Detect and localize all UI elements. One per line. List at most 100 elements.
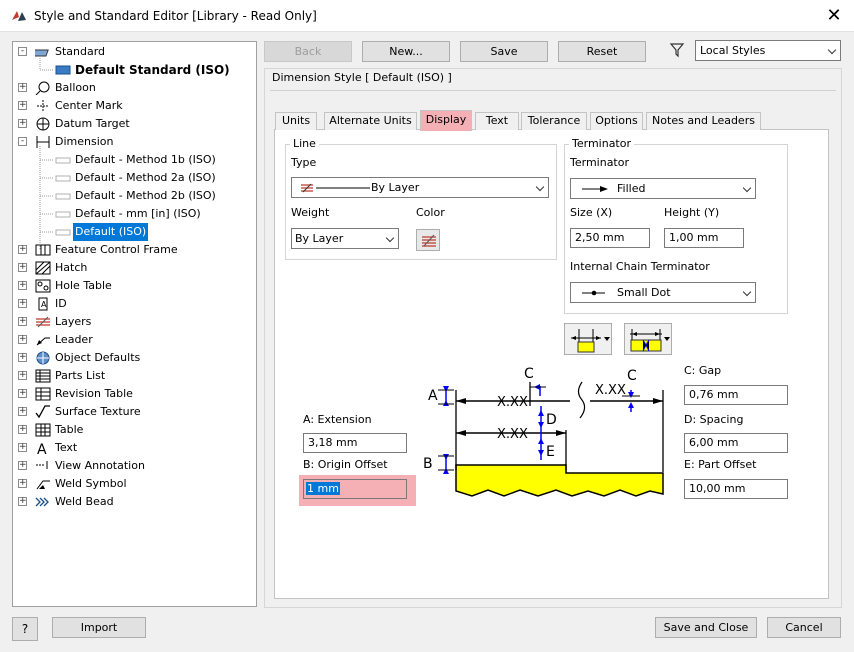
terminator-group: Terminator (564, 137, 788, 314)
tab-text[interactable]: Text (475, 112, 519, 130)
collapse-icon[interactable]: - (18, 47, 27, 56)
expand-icon[interactable]: + (18, 82, 27, 92)
expand-icon[interactable]: + (18, 496, 27, 506)
expand-icon[interactable]: + (18, 370, 27, 380)
reset-button[interactable]: Reset (558, 41, 646, 62)
back-button[interactable]: Back (264, 41, 352, 62)
new-button[interactable]: New... (362, 41, 450, 62)
expand-icon[interactable]: + (18, 298, 27, 308)
blue-dimension-markers (445, 386, 632, 472)
expand-icon[interactable]: + (18, 280, 27, 290)
layers-icon (36, 316, 50, 328)
cancel-button[interactable]: Cancel (767, 617, 841, 638)
object-defaults-icon (36, 351, 50, 365)
extension-line-style-button[interactable] (564, 323, 612, 355)
tree-item-label: Leader (55, 333, 93, 346)
tree-item-label: Table (55, 423, 84, 436)
chevron-down-icon (742, 183, 752, 193)
tree-item-label: Feature Control Frame (55, 243, 178, 256)
dimension-icon (36, 136, 50, 148)
expand-icon[interactable]: + (18, 478, 27, 488)
dimension-style-icon (55, 211, 71, 218)
standard-icon (35, 49, 49, 57)
help-button[interactable]: ? (12, 617, 38, 641)
dimension-style-icon (55, 229, 71, 236)
window-title: Style and Standard Editor [Library - Rea… (34, 9, 317, 23)
import-button[interactable]: Import (52, 617, 146, 638)
color-button[interactable] (416, 229, 440, 251)
center-mark-icon (37, 100, 49, 112)
terminator-value: Filled (617, 182, 646, 195)
terminator-group-title: Terminator (569, 137, 634, 150)
break-symbol (577, 381, 586, 419)
filled-arrow-icon (582, 186, 608, 192)
expand-icon[interactable]: + (18, 100, 27, 110)
chevron-down-icon (827, 45, 837, 55)
filter-icon[interactable] (669, 42, 685, 58)
extension-input[interactable]: 3,18 mm (303, 433, 407, 453)
dimension-style-icon (55, 175, 71, 182)
tree-item-label: Dimension (55, 135, 114, 148)
text-icon: A (37, 442, 47, 455)
line-type-icon (301, 183, 370, 193)
size-x-input[interactable]: 2,50 mm (570, 228, 650, 248)
expand-icon[interactable]: + (18, 118, 27, 128)
tree-item-label: Default - Method 2b (ISO) (75, 189, 216, 202)
expand-icon[interactable]: + (18, 424, 27, 434)
style-filter-value: Local Styles (700, 44, 766, 57)
collapse-icon[interactable]: - (18, 137, 27, 146)
dimension-lines (456, 400, 663, 434)
expand-icon[interactable]: + (18, 442, 27, 452)
save-button[interactable]: Save (460, 41, 548, 62)
expand-icon[interactable]: + (18, 334, 27, 344)
expand-icon[interactable]: + (18, 316, 27, 326)
gap-input[interactable]: 0,76 mm (684, 385, 788, 405)
line-group-title: Line (290, 137, 319, 150)
part-offset-input[interactable]: 10,00 mm (684, 479, 788, 499)
line-type-select[interactable]: By Layer (291, 177, 549, 198)
terminator-select[interactable]: Filled (570, 178, 756, 199)
height-label: Height (Y) (664, 206, 720, 219)
tab-alternate-units[interactable]: Alternate Units (324, 112, 417, 130)
spacing-input[interactable]: 6,00 mm (684, 433, 788, 453)
expand-icon[interactable]: + (18, 262, 27, 272)
tab-tolerance[interactable]: Tolerance (521, 112, 587, 130)
tree-item-label: Revision Table (55, 387, 133, 400)
tree-item-label: ID (55, 297, 67, 310)
chain-terminator-select[interactable]: Small Dot (570, 282, 756, 303)
height-y-input[interactable]: 1,00 mm (664, 228, 744, 248)
dimension-arrows (456, 398, 663, 436)
table-icon (35, 423, 51, 437)
origin-offset-input[interactable]: 1 mm (303, 479, 407, 499)
expand-icon[interactable]: + (18, 460, 27, 470)
dimension-style-icon (55, 193, 71, 200)
save-and-close-button[interactable]: Save and Close (655, 617, 757, 638)
hole-table-icon (35, 279, 51, 293)
view-annotation-icon (36, 461, 48, 469)
weld-symbol-icon (36, 480, 50, 490)
tab-options[interactable]: Options (590, 112, 643, 130)
tab-notes-and-leaders[interactable]: Notes and Leaders (646, 112, 761, 130)
tree-item-label: Surface Texture (55, 405, 141, 418)
dimension-line-style-button[interactable] (624, 323, 672, 355)
extension-label: A: Extension (303, 413, 372, 426)
close-icon[interactable]: ✕ (826, 5, 842, 26)
line-group: Line (285, 137, 557, 260)
expand-icon[interactable]: + (18, 352, 27, 362)
parts-list-icon (35, 369, 51, 383)
tree-item-label: Center Mark (55, 99, 123, 112)
style-filter-select[interactable]: Local Styles (695, 40, 841, 61)
tab-display[interactable]: Display (420, 110, 472, 131)
id-icon: A (38, 297, 48, 311)
expand-icon[interactable]: + (18, 406, 27, 416)
expand-icon[interactable]: + (18, 388, 27, 398)
tab-units[interactable]: Units (275, 112, 317, 130)
line-weight-select[interactable]: By Layer (291, 228, 399, 249)
dimension-style-icon (55, 157, 71, 164)
expand-icon[interactable]: + (18, 244, 27, 254)
tree-item-label: Default - Method 2a (ISO) (75, 171, 216, 184)
chevron-down-icon (742, 287, 752, 297)
tree-item-label: Weld Symbol (55, 477, 127, 490)
balloon-icon (35, 81, 50, 95)
